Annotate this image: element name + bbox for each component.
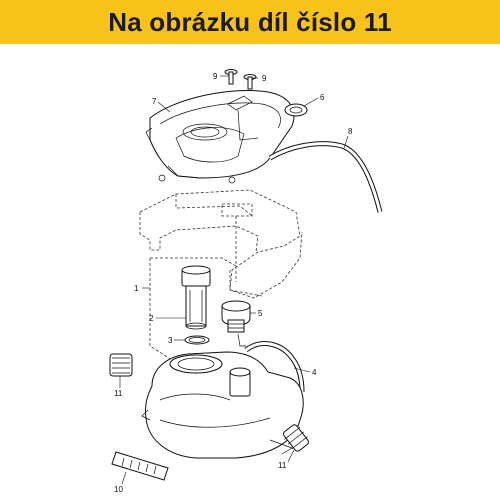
part-6-grommet xyxy=(284,103,308,117)
callout-6: 6 xyxy=(320,93,325,102)
group-1-bracket xyxy=(149,257,237,361)
callout-9-right: 9 xyxy=(262,74,267,83)
leader-lines xyxy=(119,75,349,485)
part-7-fuel-tank-cover xyxy=(145,89,295,184)
frame-reference-outline xyxy=(139,189,303,299)
callout-2: 2 xyxy=(149,314,154,323)
part-10-rubber-strap xyxy=(111,451,169,481)
part-8-breather-hose xyxy=(268,141,383,213)
banner-title: Na obrázku díl číslo 11 xyxy=(108,6,392,37)
callout-5: 5 xyxy=(258,309,263,318)
callout-1: 1 xyxy=(134,284,139,293)
callout-9-left: 9 xyxy=(213,72,218,81)
part-11-damper-right xyxy=(283,424,309,452)
part-3-o-ring xyxy=(184,335,210,345)
part-9-screw-right xyxy=(243,74,257,90)
callout-4: 4 xyxy=(312,368,317,377)
callout-10: 10 xyxy=(114,485,123,494)
part-11-damper-left xyxy=(109,353,133,377)
callout-8: 8 xyxy=(348,127,353,136)
callout-labels: 9 9 7 6 8 1 2 3 5 4 11 11 10 xyxy=(114,72,353,494)
callout-3: 3 xyxy=(168,336,173,345)
callout-11-right: 11 xyxy=(278,461,287,470)
part-5-fuel-cap xyxy=(221,300,251,347)
part-4-fuel-hose xyxy=(244,341,305,393)
part-2-fuel-sender xyxy=(181,265,211,330)
fuel-tank-body xyxy=(141,351,304,459)
header-banner: Na obrázku díl číslo 11 xyxy=(0,0,500,44)
part-9-screw-left xyxy=(224,69,238,85)
callout-7: 7 xyxy=(152,97,157,106)
callout-11-left: 11 xyxy=(114,389,123,398)
